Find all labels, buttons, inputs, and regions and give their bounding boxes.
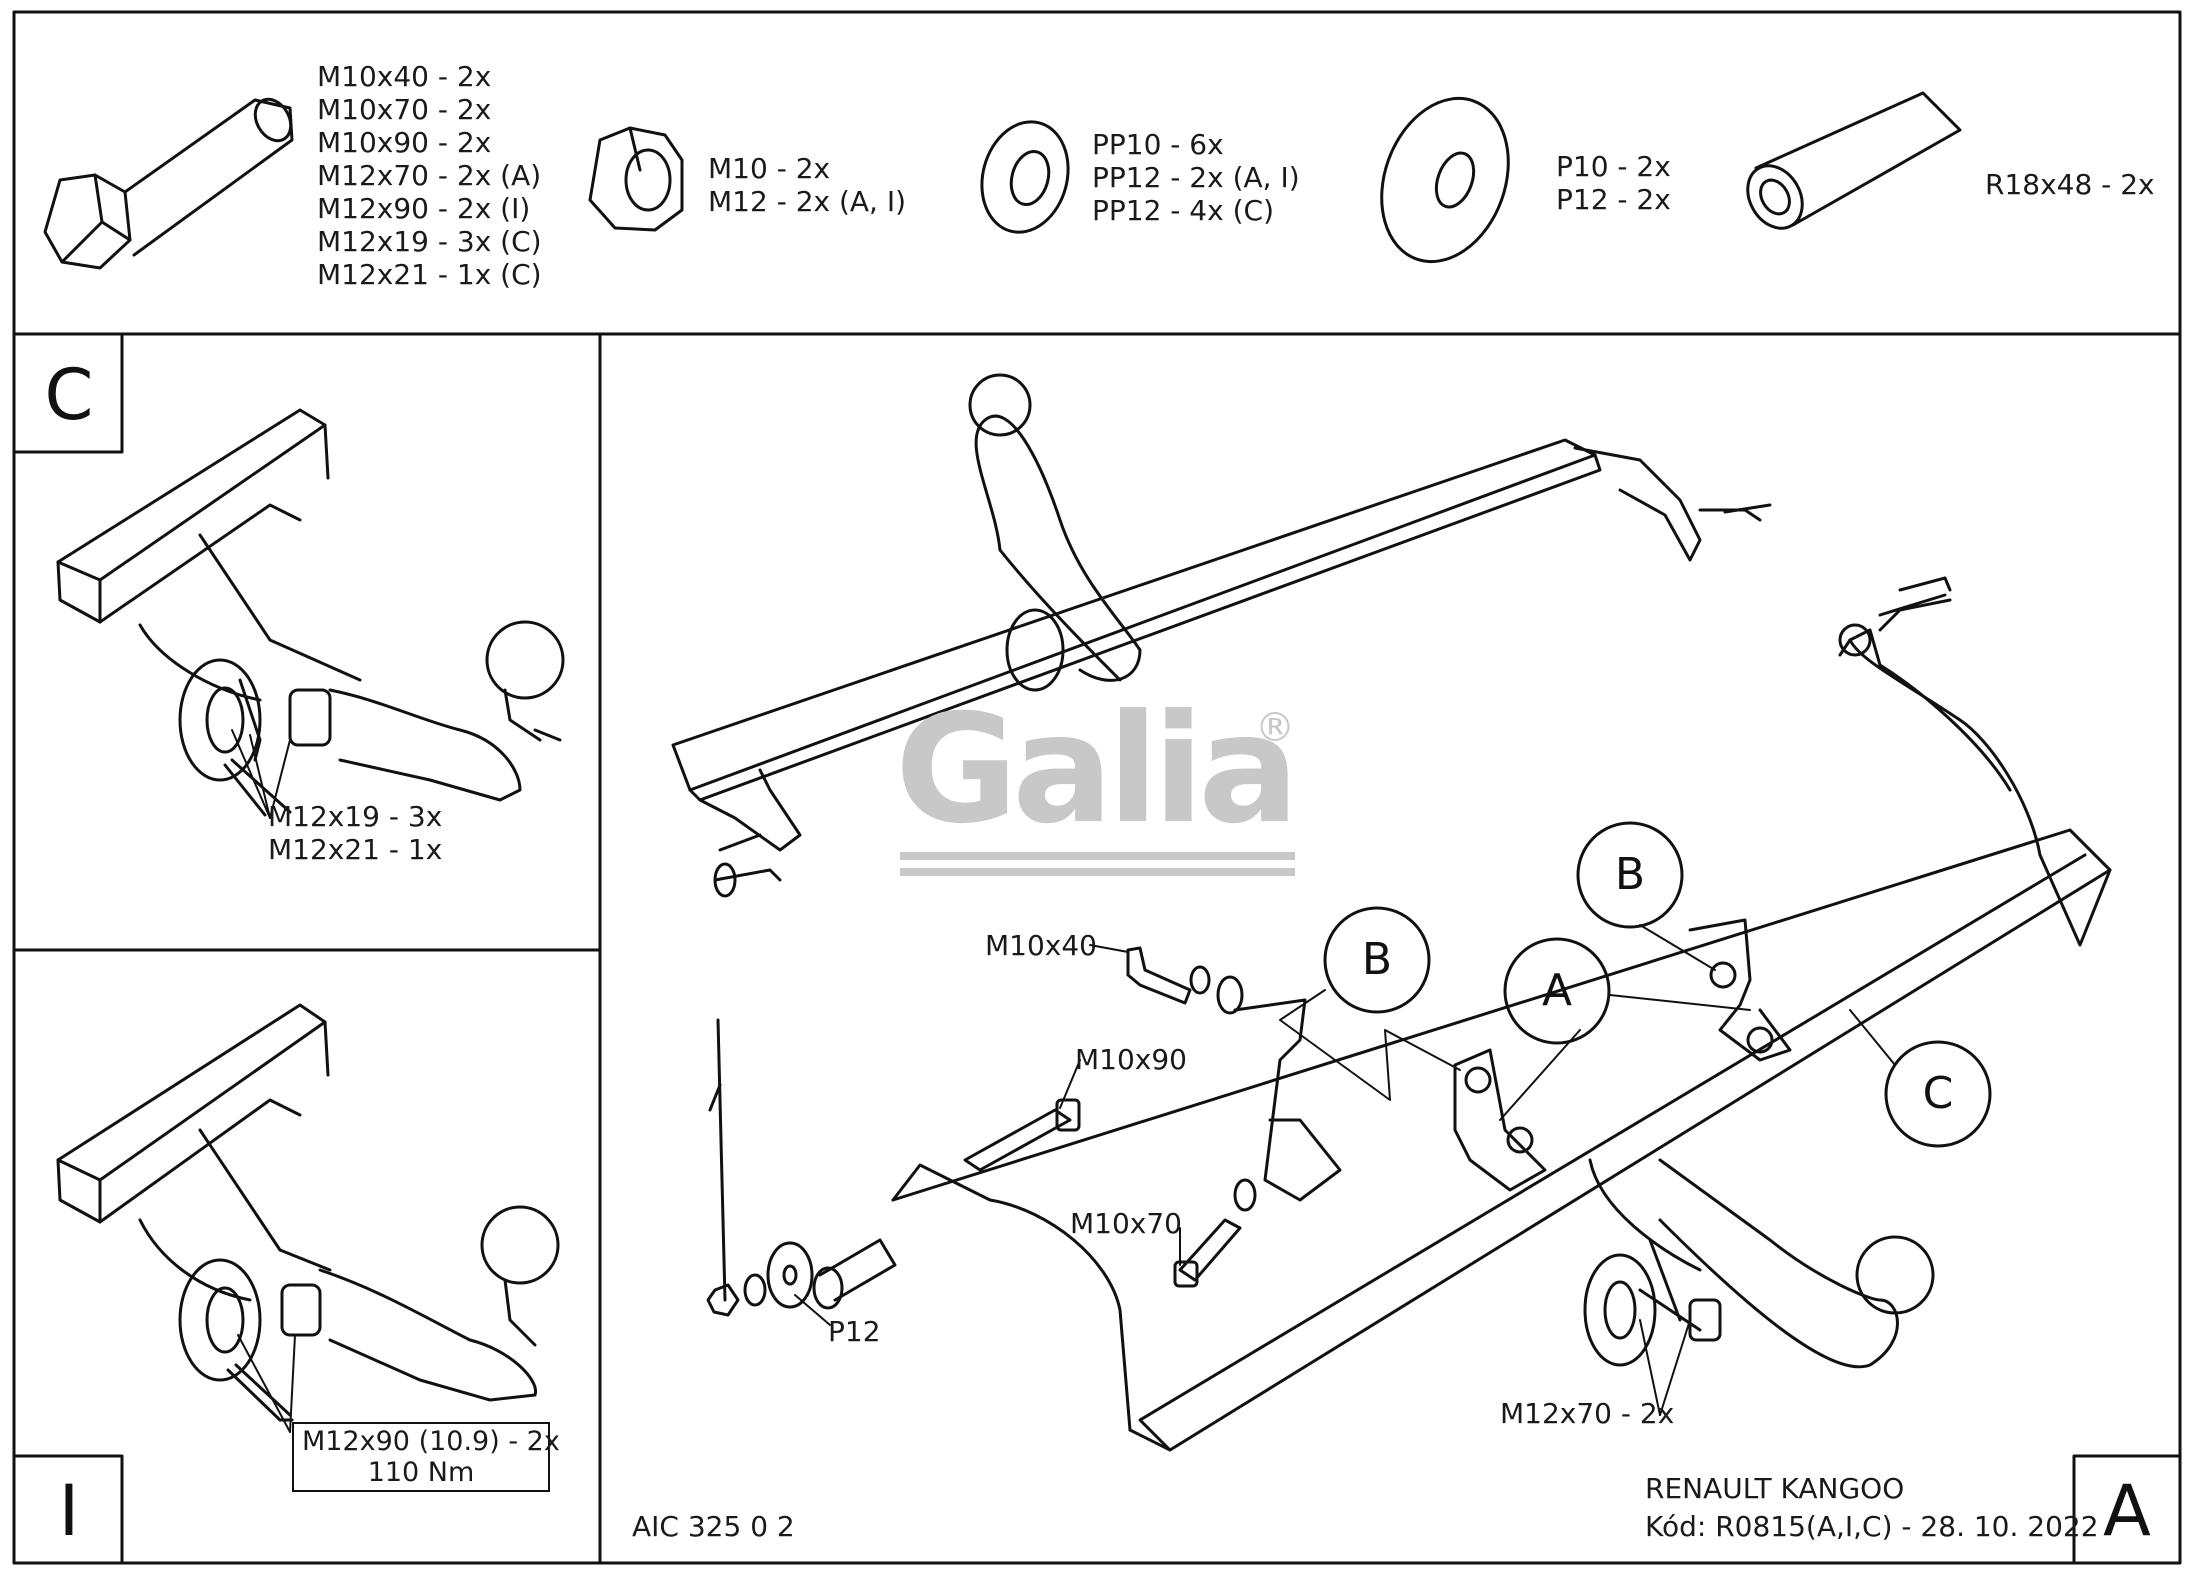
callout-a: A: [1541, 965, 1573, 1016]
spacer-list-item: R18x48 - 2x: [1985, 168, 2155, 201]
flat-washer-list-item: P10 - 2x: [1556, 150, 1671, 183]
flat-washer-icon: [1380, 96, 1510, 264]
panel-c-callout-line: M12x21 - 1x: [268, 833, 443, 866]
panel-i-callout-line: M12x90 (10.9) - 2x: [302, 1426, 560, 1457]
spring-washer-list-item: PP12 - 4x (C): [1092, 194, 1274, 227]
panel-i-torque-callout: M12x90 (10.9) - 2x 110 Nm: [292, 1422, 560, 1492]
leader-lines: [231, 729, 1896, 1433]
label-m10x90: M10x90: [1075, 1043, 1187, 1076]
panel-c-callout-line: M12x19 - 3x: [268, 800, 443, 833]
product-code-date: Kód: R0815(A,I,C) - 28. 10. 2022: [1645, 1510, 2099, 1543]
panel-c-callout: M12x19 - 3x M12x21 - 1x: [268, 800, 442, 866]
callout-c: C: [1922, 1068, 1954, 1119]
callout-b-left: B: [1361, 934, 1393, 985]
galia-watermark: Galia: [895, 683, 1299, 857]
label-m10x70: M10x70: [1070, 1207, 1182, 1240]
bolt-list-item: M12x19 - 3x (C): [317, 225, 542, 258]
drawing-code: AIC 325 0 2: [632, 1510, 795, 1543]
spacer-list: R18x48 - 2x: [1985, 168, 2155, 201]
callout-circles: [1323, 821, 1992, 1148]
panel-c-drawing: [56, 408, 565, 817]
panel-i-callout-line: 110 Nm: [367, 1457, 475, 1488]
page-frame: [12, 10, 2182, 1565]
panel-c-letter: C: [44, 354, 94, 436]
flat-washer-list-item: P12 - 2x: [1556, 183, 1671, 216]
panel-i-letter: I: [58, 1470, 80, 1552]
panel-a-drawing: [671, 373, 2112, 1452]
bolt-list-item: M12x90 - 2x (I): [317, 192, 531, 225]
spring-washer-list: PP10 - 6x PP12 - 2x (A, I) PP12 - 4x (C): [1092, 128, 1300, 227]
spring-washer-list-item: PP12 - 2x (A, I): [1092, 161, 1300, 194]
label-p12: P12: [828, 1315, 881, 1348]
label-m12x70: M12x70 - 2x: [1500, 1397, 1675, 1430]
nut-icon: [588, 126, 684, 232]
vehicle-name: RENAULT KANGOO: [1645, 1472, 1905, 1505]
watermark-bar-1: [900, 852, 1295, 860]
spacer-tube-icon: [1746, 91, 1962, 230]
bolt-list-item: M10x70 - 2x: [317, 93, 492, 126]
bolt-icon: [43, 97, 294, 270]
panel-i-drawing: [56, 1003, 560, 1422]
bolt-list-item: M10x40 - 2x: [317, 60, 492, 93]
bolt-list: M10x40 - 2x M10x70 - 2x M10x90 - 2x M12x…: [317, 60, 542, 291]
bolt-list-item: M10x90 - 2x: [317, 126, 492, 159]
watermark-bar-2: [900, 868, 1295, 876]
spring-washer-icon: [980, 120, 1070, 234]
nut-list-item: M12 - 2x (A, I): [708, 185, 907, 218]
bolt-list-item: M12x70 - 2x (A): [317, 159, 542, 192]
flat-washer-list: P10 - 2x P12 - 2x: [1556, 150, 1671, 216]
callout-b-right: B: [1614, 849, 1646, 900]
bolt-list-item: M12x21 - 1x (C): [317, 258, 542, 291]
spring-washer-list-item: PP10 - 6x: [1092, 128, 1224, 161]
panel-a-letter: A: [2103, 1470, 2151, 1552]
nut-list: M10 - 2x M12 - 2x (A, I): [708, 152, 906, 218]
galia-registered-mark: ®: [1255, 705, 1295, 751]
nut-list-item: M10 - 2x: [708, 152, 831, 185]
label-m10x40: M10x40: [985, 929, 1097, 962]
